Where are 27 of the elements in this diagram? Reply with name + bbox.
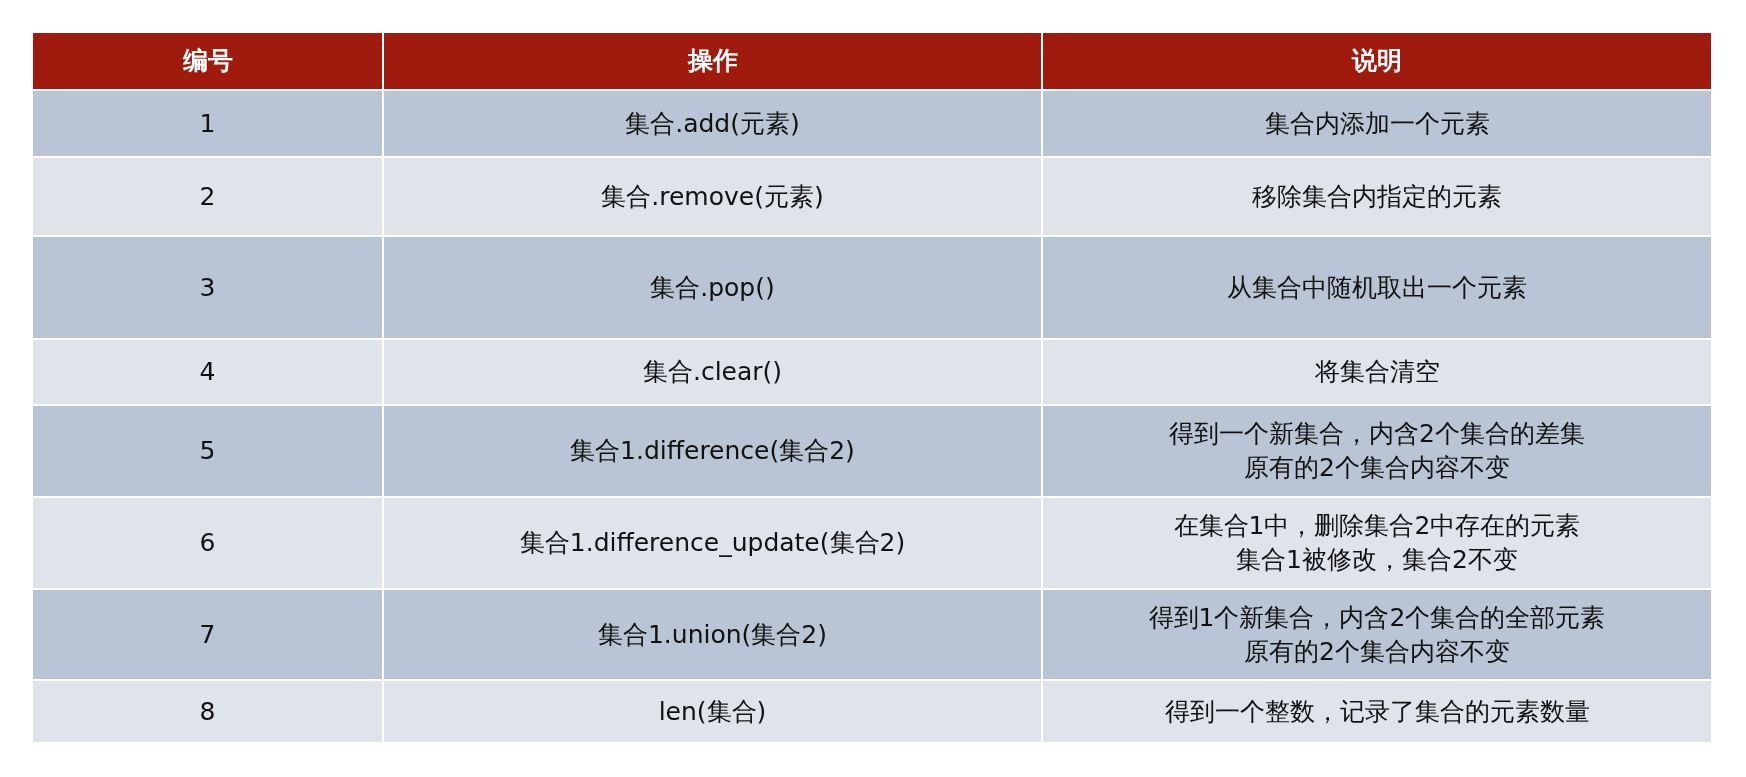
table-cell: 集合.pop() [384,237,1043,340]
table-cell: 集合1.union(集合2) [384,590,1043,681]
table-cell: 8 [33,681,384,744]
table-cell: 将集合清空 [1043,340,1713,406]
table-cell: 移除集合内指定的元素 [1043,158,1713,237]
table-cell: 集合.add(元素) [384,91,1043,158]
table-cell: len(集合) [384,681,1043,744]
table-cell: 4 [33,340,384,406]
table-cell: 5 [33,406,384,498]
table-cell: 2 [33,158,384,237]
header-cell: 操作 [384,33,1043,91]
table-cell: 集合.clear() [384,340,1043,406]
table-cell: 集合内添加一个元素 [1043,91,1713,158]
table-cell: 集合1.difference_update(集合2) [384,498,1043,590]
table-cell: 在集合1中，删除集合2中存在的元素集合1被修改，集合2不变 [1043,498,1713,590]
header-cell: 编号 [33,33,384,91]
table-cell: 7 [33,590,384,681]
table-cell: 集合.remove(元素) [384,158,1043,237]
table-cell: 3 [33,237,384,340]
table-cell: 得到一个新集合，内含2个集合的差集原有的2个集合内容不变 [1043,406,1713,498]
table-cell: 从集合中随机取出一个元素 [1043,237,1713,340]
table-cell: 得到1个新集合，内含2个集合的全部元素原有的2个集合内容不变 [1043,590,1713,681]
table-cell: 集合1.difference(集合2) [384,406,1043,498]
table-cell: 6 [33,498,384,590]
table-cell: 1 [33,91,384,158]
header-cell: 说明 [1043,33,1713,91]
table-cell: 得到一个整数，记录了集合的元素数量 [1043,681,1713,744]
